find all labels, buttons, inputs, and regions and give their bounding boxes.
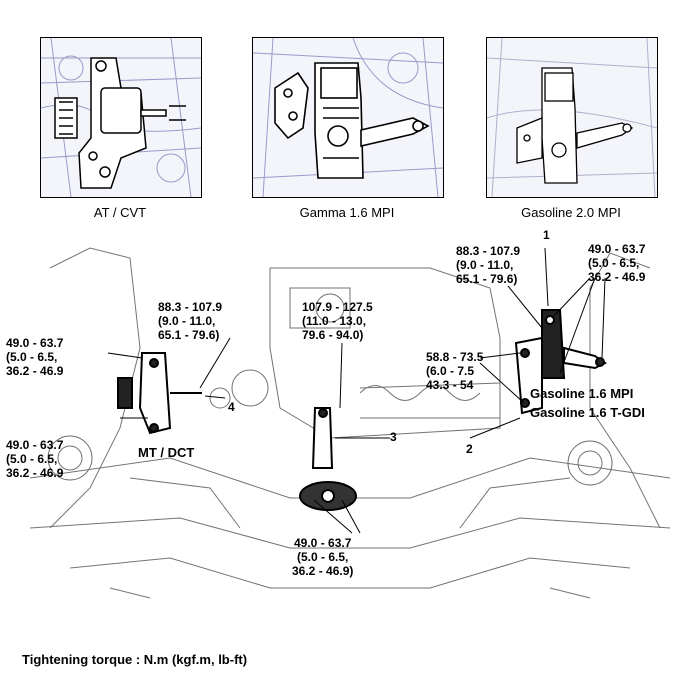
- gamma-mount-drawing: [253, 38, 443, 197]
- torque-callout-mid-right: 58.8 - 73.5 (6.0 - 7.5 43.3 - 54: [426, 350, 483, 392]
- item-number-3: 3: [390, 430, 397, 444]
- torque-line: (5.0 - 6.5,: [297, 550, 349, 564]
- engine-type-gasoline-16-tgdi-label: Gasoline 1.6 T-GDI: [530, 405, 645, 420]
- torque-line: 79.6 - 94.0): [302, 328, 364, 342]
- torque-line: 107.9 - 127.5: [302, 300, 373, 314]
- torque-callout-left-upper: 49.0 - 63.7 (5.0 - 6.5, 36.2 - 46.9: [6, 336, 63, 378]
- torque-line: 65.1 - 79.6): [158, 328, 220, 342]
- torque-line: (6.0 - 7.5: [426, 364, 475, 378]
- inset-gasoline-20: [486, 37, 658, 198]
- inset-at-cvt: [40, 37, 202, 198]
- torque-line: (5.0 - 6.5,: [6, 350, 58, 364]
- torque-line: 36.2 - 46.9: [588, 270, 646, 284]
- torque-line: 43.3 - 54: [426, 378, 474, 392]
- item-number-1: 1: [543, 228, 550, 242]
- inset-caption-gasoline-20: Gasoline 2.0 MPI: [521, 205, 621, 220]
- torque-callout-center: 107.9 - 127.5 (11.0 - 13.0, 79.6 - 94.0): [302, 300, 373, 342]
- torque-line: 36.2 - 46.9: [6, 466, 64, 480]
- inset-gamma: [252, 37, 444, 198]
- torque-line: 49.0 - 63.7: [6, 438, 64, 452]
- engine-bay-drawing: [30, 247, 670, 599]
- torque-line: 58.8 - 73.5: [426, 350, 484, 364]
- torque-line: (11.0 - 13.0,: [302, 314, 367, 328]
- inset-caption-at-cvt: AT / CVT: [93, 205, 147, 220]
- torque-line: 49.0 - 63.7: [588, 242, 646, 256]
- main-engine-bay-diagram: 49.0 - 63.7 (5.0 - 6.5, 36.2 - 46.9 49.0…: [6, 228, 670, 618]
- torque-line: 36.2 - 46.9: [6, 364, 64, 378]
- torque-callout-top-right: 49.0 - 63.7 (5.0 - 6.5, 36.2 - 46.9: [588, 242, 645, 284]
- item-number-2: 2: [466, 442, 473, 456]
- gasoline-20-mount-drawing: [487, 38, 657, 197]
- torque-line: 65.1 - 79.6): [456, 272, 518, 286]
- torque-callout-left-lower: 49.0 - 63.7 (5.0 - 6.5, 36.2 - 46.9: [6, 438, 63, 480]
- transmission-type-mt-dct-label: MT / DCT: [138, 445, 195, 460]
- torque-line: 88.3 - 107.9: [158, 300, 223, 314]
- at-cvt-mount-drawing: [41, 38, 201, 197]
- torque-units-footer: Tightening torque : N.m (kgf.m, lb-ft): [22, 652, 248, 667]
- torque-line: (5.0 - 6.5,: [6, 452, 58, 466]
- torque-line: 49.0 - 63.7: [294, 536, 352, 550]
- torque-line: (5.0 - 6.5,: [588, 256, 640, 270]
- torque-callout-top-mid: 88.3 - 107.9 (9.0 - 11.0, 65.1 - 79.6): [456, 244, 520, 286]
- torque-callout-bottom: 49.0 - 63.7 (5.0 - 6.5, 36.2 - 46.9): [292, 536, 353, 578]
- torque-line: (9.0 - 11.0,: [456, 258, 514, 272]
- torque-line: 49.0 - 63.7: [6, 336, 64, 350]
- torque-line: 36.2 - 46.9): [292, 564, 354, 578]
- torque-line: (9.0 - 11.0,: [158, 314, 216, 328]
- torque-line: 88.3 - 107.9: [456, 244, 521, 258]
- item-number-4: 4: [228, 400, 235, 414]
- torque-callout-center-left: 88.3 - 107.9 (9.0 - 11.0, 65.1 - 79.6): [158, 300, 222, 342]
- inset-caption-gamma: Gamma 1.6 MPI: [299, 205, 395, 220]
- engine-type-gasoline-16-mpi-label: Gasoline 1.6 MPI: [530, 386, 634, 401]
